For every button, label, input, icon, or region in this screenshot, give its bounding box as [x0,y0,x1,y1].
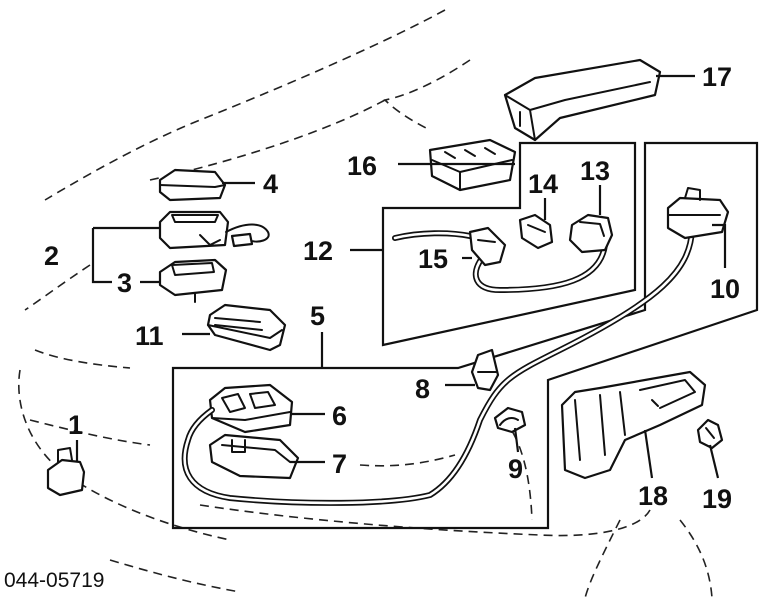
part-8-clip [470,348,500,392]
callout-14: 14 [528,169,558,199]
callout-17: 17 [702,62,732,92]
group-box-5 [171,141,759,530]
callout-12: 12 [303,236,333,266]
part-12-sub-harness [392,230,608,294]
callout-11: 11 [135,321,164,351]
callout-13: 13 [580,156,610,186]
callout-16: 16 [347,151,377,181]
part-13-connector [568,213,614,254]
part-4-cover [158,168,227,202]
part-19-clip [696,418,724,450]
part-7-bracket [208,433,300,480]
part-2-relay-box [158,210,270,250]
callout-19: 19 [702,484,732,514]
callout-18: 18 [638,481,668,511]
callout-9: 9 [508,454,523,484]
part-10-connector [666,187,730,240]
callout-4: 4 [263,169,278,199]
part-14-clip [518,213,554,250]
callout-7: 7 [332,449,347,479]
part-3-relay-box [158,258,228,303]
part-17-cover [503,58,662,142]
callout-3: 3 [117,268,132,298]
callout-8: 8 [415,374,430,404]
callout-15: 15 [418,244,448,274]
callout-labels: 17 16 4 14 13 2 12 15 3 10 5 11 8 6 1 7 … [44,62,740,514]
part-6-fuse-box [208,383,294,434]
part-11-cover [206,303,287,352]
callout-6: 6 [332,401,347,431]
callout-5: 5 [310,301,325,331]
part-9-clamp [493,406,527,434]
main-harness-cable [181,227,695,506]
group-box-12 [381,141,637,347]
part-18-bracket [560,370,707,480]
reference-code: 044-05719 [4,569,104,592]
callout-2: 2 [44,241,59,271]
callout-1: 1 [68,410,83,440]
callout-10: 10 [710,274,740,304]
part-15-connector [468,226,507,267]
leader-lines [75,74,727,479]
part-1-sensor [46,447,86,497]
